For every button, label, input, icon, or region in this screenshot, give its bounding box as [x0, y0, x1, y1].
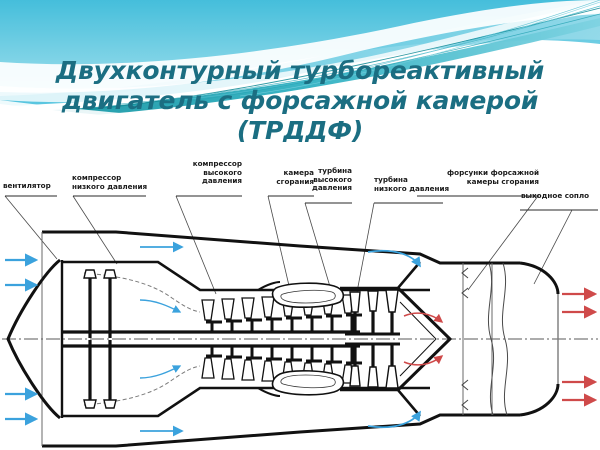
label-high-pressure-turbine: турбина высокого давления: [312, 166, 352, 193]
page-title-line2: двигатель с форсажной камерой (ТРДДФ): [61, 86, 539, 142]
nacelle-outer-lower: [42, 413, 520, 448]
nozzle-lower-flap: [519, 383, 560, 417]
label-afterburner-fuel-injectors: форсунки форсажной камеры сгорания: [447, 168, 539, 186]
flame-front-lines: [487, 262, 509, 416]
label-underlines: [5, 195, 598, 211]
page-title: Двухконтурный турбореактивный двигатель …: [0, 56, 600, 142]
combustor-casing-lower: [257, 387, 281, 397]
bypass-duct-inner-upper: [62, 260, 430, 292]
core-inlet-flow-arrows: [139, 299, 182, 379]
label-fan: вентилятор: [3, 181, 51, 190]
exhaust-flow-arrows: [562, 287, 598, 407]
afterburner-entry-arrows: [367, 249, 421, 429]
turbine-casing-upper: [340, 261, 421, 290]
label-low-pressure-turbine: турбина низкого давления: [374, 175, 450, 193]
label-exhaust-nozzle: выходное сопло: [521, 191, 590, 200]
nose-cone: [6, 258, 61, 420]
nozzle-upper-flap: [519, 261, 560, 295]
afterburner-injectors: [461, 267, 469, 411]
fan-blade-row: [83, 269, 117, 409]
combustion-chamber-upper: [271, 282, 345, 308]
bypass-duct-inner-lower: [62, 386, 430, 418]
turbine-blades-upper: [349, 289, 399, 334]
label-combustion-chamber: камера сгорания: [276, 168, 314, 186]
turbine-casing-lower: [340, 388, 421, 417]
header-banner: Двухконтурный турбореактивный двигатель …: [0, 0, 600, 142]
intake-flow-arrows: [5, 253, 39, 426]
label-high-pressure-compressor: компрессор высокого давления: [192, 159, 242, 186]
tail-cone: [396, 286, 453, 392]
page-title-line1: Двухконтурный турбореактивный: [55, 56, 545, 85]
label-low-pressure-compressor: компрессор низкого давления: [72, 173, 148, 191]
combustion-liner-detail-upper: [280, 289, 336, 304]
engine-diagram: вентилятор компрессор низкого давления к…: [0, 142, 600, 450]
hot-gas-arrows: [403, 312, 444, 366]
bypass-flow-arrows: [140, 241, 184, 437]
combustion-liner-detail-lower: [280, 374, 336, 389]
combustion-chamber-lower: [271, 370, 345, 396]
turbine-blades-lower: [349, 344, 399, 389]
header-wave-graphic: [0, 0, 600, 142]
combustor-casing-upper: [257, 281, 281, 291]
engine-cutaway-svg: [2, 195, 598, 448]
